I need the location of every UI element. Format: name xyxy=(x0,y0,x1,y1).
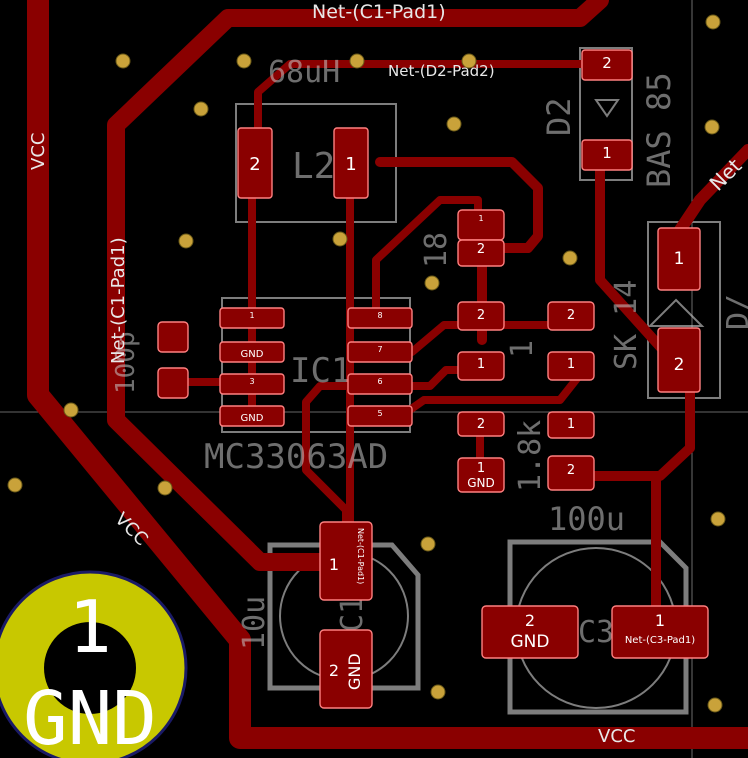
pad-sk14-1 xyxy=(657,227,701,291)
svg-text:1: 1 xyxy=(477,461,485,476)
pad-r2-1 xyxy=(547,351,595,381)
pad-l2-1 xyxy=(333,127,369,199)
copper-traces xyxy=(27,0,748,749)
svg-text:2: 2 xyxy=(674,355,685,375)
mount-pad-number: 1 xyxy=(68,585,111,669)
sk14-label: SK 14 xyxy=(609,280,644,370)
svg-text:1: 1 xyxy=(249,311,254,320)
pad-d2-1 xyxy=(581,139,633,171)
svg-text:5: 5 xyxy=(377,409,382,418)
pad-r18-2 xyxy=(457,239,505,267)
d-slash-label: D/ xyxy=(721,294,748,330)
pad-ic1-4 xyxy=(219,405,285,427)
svg-text:1: 1 xyxy=(655,611,665,630)
trace-c1-pad1 xyxy=(107,0,609,571)
svg-text:7: 7 xyxy=(377,345,382,354)
c1-ref-label: C1 xyxy=(335,596,370,632)
d2-value-label: BAS 85 xyxy=(640,72,678,188)
svg-text:2: 2 xyxy=(567,308,575,323)
c100u-value-label: 100u xyxy=(548,500,625,538)
pad-r2-2 xyxy=(547,301,595,331)
r1k-label: 1.8k xyxy=(513,420,548,492)
svg-text:6: 6 xyxy=(377,377,382,386)
pad-c1-1 xyxy=(319,521,373,601)
pads: 2 1 2 1 1 GND 3 GND 8 7 6 5 1 2 xyxy=(157,49,709,709)
mount-pad-net: GND xyxy=(23,676,157,758)
pad-ic1-1 xyxy=(219,307,285,329)
pad-c1-2 xyxy=(319,629,373,709)
svg-text:8: 8 xyxy=(377,311,382,320)
net-label-c1-pad1-top: Net-(C1-Pad1) xyxy=(312,1,446,23)
svg-text:2: 2 xyxy=(329,661,339,680)
svg-text:1: 1 xyxy=(329,555,339,574)
pad-ic1-2 xyxy=(219,341,285,363)
pad-cap-left-2 xyxy=(157,367,189,399)
pad-ic1-8 xyxy=(347,307,413,329)
ic1-ref-label: IC1 xyxy=(290,351,351,391)
mount-pad: 1 GND xyxy=(0,570,188,758)
net-label-d2-pad2: Net-(D2-Pad2) xyxy=(388,62,495,80)
ic1-value-label: MC33063AD xyxy=(204,437,388,477)
svg-text:1: 1 xyxy=(567,417,575,432)
c3-ref-label: C3 xyxy=(578,615,614,650)
pad-l2-2 xyxy=(237,127,273,199)
net-label-vcc-bottom: VCC xyxy=(598,726,635,747)
svg-text:2: 2 xyxy=(602,54,612,72)
pad-r3-1 xyxy=(547,411,595,439)
svg-text:GND: GND xyxy=(511,632,550,652)
pad-cap-left-1 xyxy=(157,321,189,353)
net-label-vcc-left: VCC xyxy=(28,133,49,170)
svg-text:2: 2 xyxy=(477,242,485,257)
svg-text:2: 2 xyxy=(249,154,260,175)
pad-sk14-2 xyxy=(657,327,701,393)
l2-ref-label: L2 xyxy=(292,146,335,187)
pad-ic1-5 xyxy=(347,405,413,427)
svg-text:2: 2 xyxy=(477,308,485,323)
trace-vcc xyxy=(27,0,748,749)
mount-pad-hole xyxy=(44,622,136,714)
c10u-value-label: 10u xyxy=(237,596,272,650)
pad-ic1-3 xyxy=(219,373,285,395)
d2-ref-label: D2 xyxy=(540,97,578,136)
pad-r3-2 xyxy=(547,455,595,491)
pad-c3-1 xyxy=(611,605,709,659)
svg-text:1: 1 xyxy=(567,357,575,372)
cap-left-value-label: 100p xyxy=(111,331,141,394)
svg-text:GND: GND xyxy=(241,413,264,424)
svg-text:GND: GND xyxy=(467,476,495,490)
pad-r18k-1 xyxy=(457,457,505,493)
svg-text:1: 1 xyxy=(477,357,485,372)
svg-text:Net-(C3-Pad1): Net-(C3-Pad1) xyxy=(625,635,695,646)
pad-ic1-7 xyxy=(347,341,413,363)
svg-text:2: 2 xyxy=(525,611,535,630)
pad-ic1-6 xyxy=(347,373,413,395)
pad-r18k-2 xyxy=(457,411,505,437)
silkscreen-text: 68uH L2 IC1 MC33063AD 100u C3 D2 BAS 85 … xyxy=(111,55,748,650)
svg-text:3: 3 xyxy=(249,377,254,386)
svg-text:2: 2 xyxy=(477,417,485,432)
svg-text:GND: GND xyxy=(345,653,364,690)
svg-text:1: 1 xyxy=(345,154,356,175)
svg-text:Net-(C1-Pad1): Net-(C1-Pad1) xyxy=(356,528,365,584)
net-label-c1-pad1-left: Net-(C1-Pad1) xyxy=(108,237,129,364)
pad-d2-2 xyxy=(581,49,633,81)
r18-label: 18 xyxy=(419,232,454,268)
svg-text:2: 2 xyxy=(567,463,575,478)
r1-label: 1 xyxy=(505,340,540,358)
pad-r1-1 xyxy=(457,351,505,381)
pad-r1-2 xyxy=(457,301,505,331)
svg-text:GND: GND xyxy=(241,349,264,360)
svg-text:1: 1 xyxy=(602,144,612,162)
vias xyxy=(7,14,726,713)
svg-text:1: 1 xyxy=(478,214,483,223)
svg-text:1: 1 xyxy=(674,249,685,269)
pad-c3-2 xyxy=(481,605,579,659)
l2-value-label: 68uH xyxy=(268,55,340,90)
